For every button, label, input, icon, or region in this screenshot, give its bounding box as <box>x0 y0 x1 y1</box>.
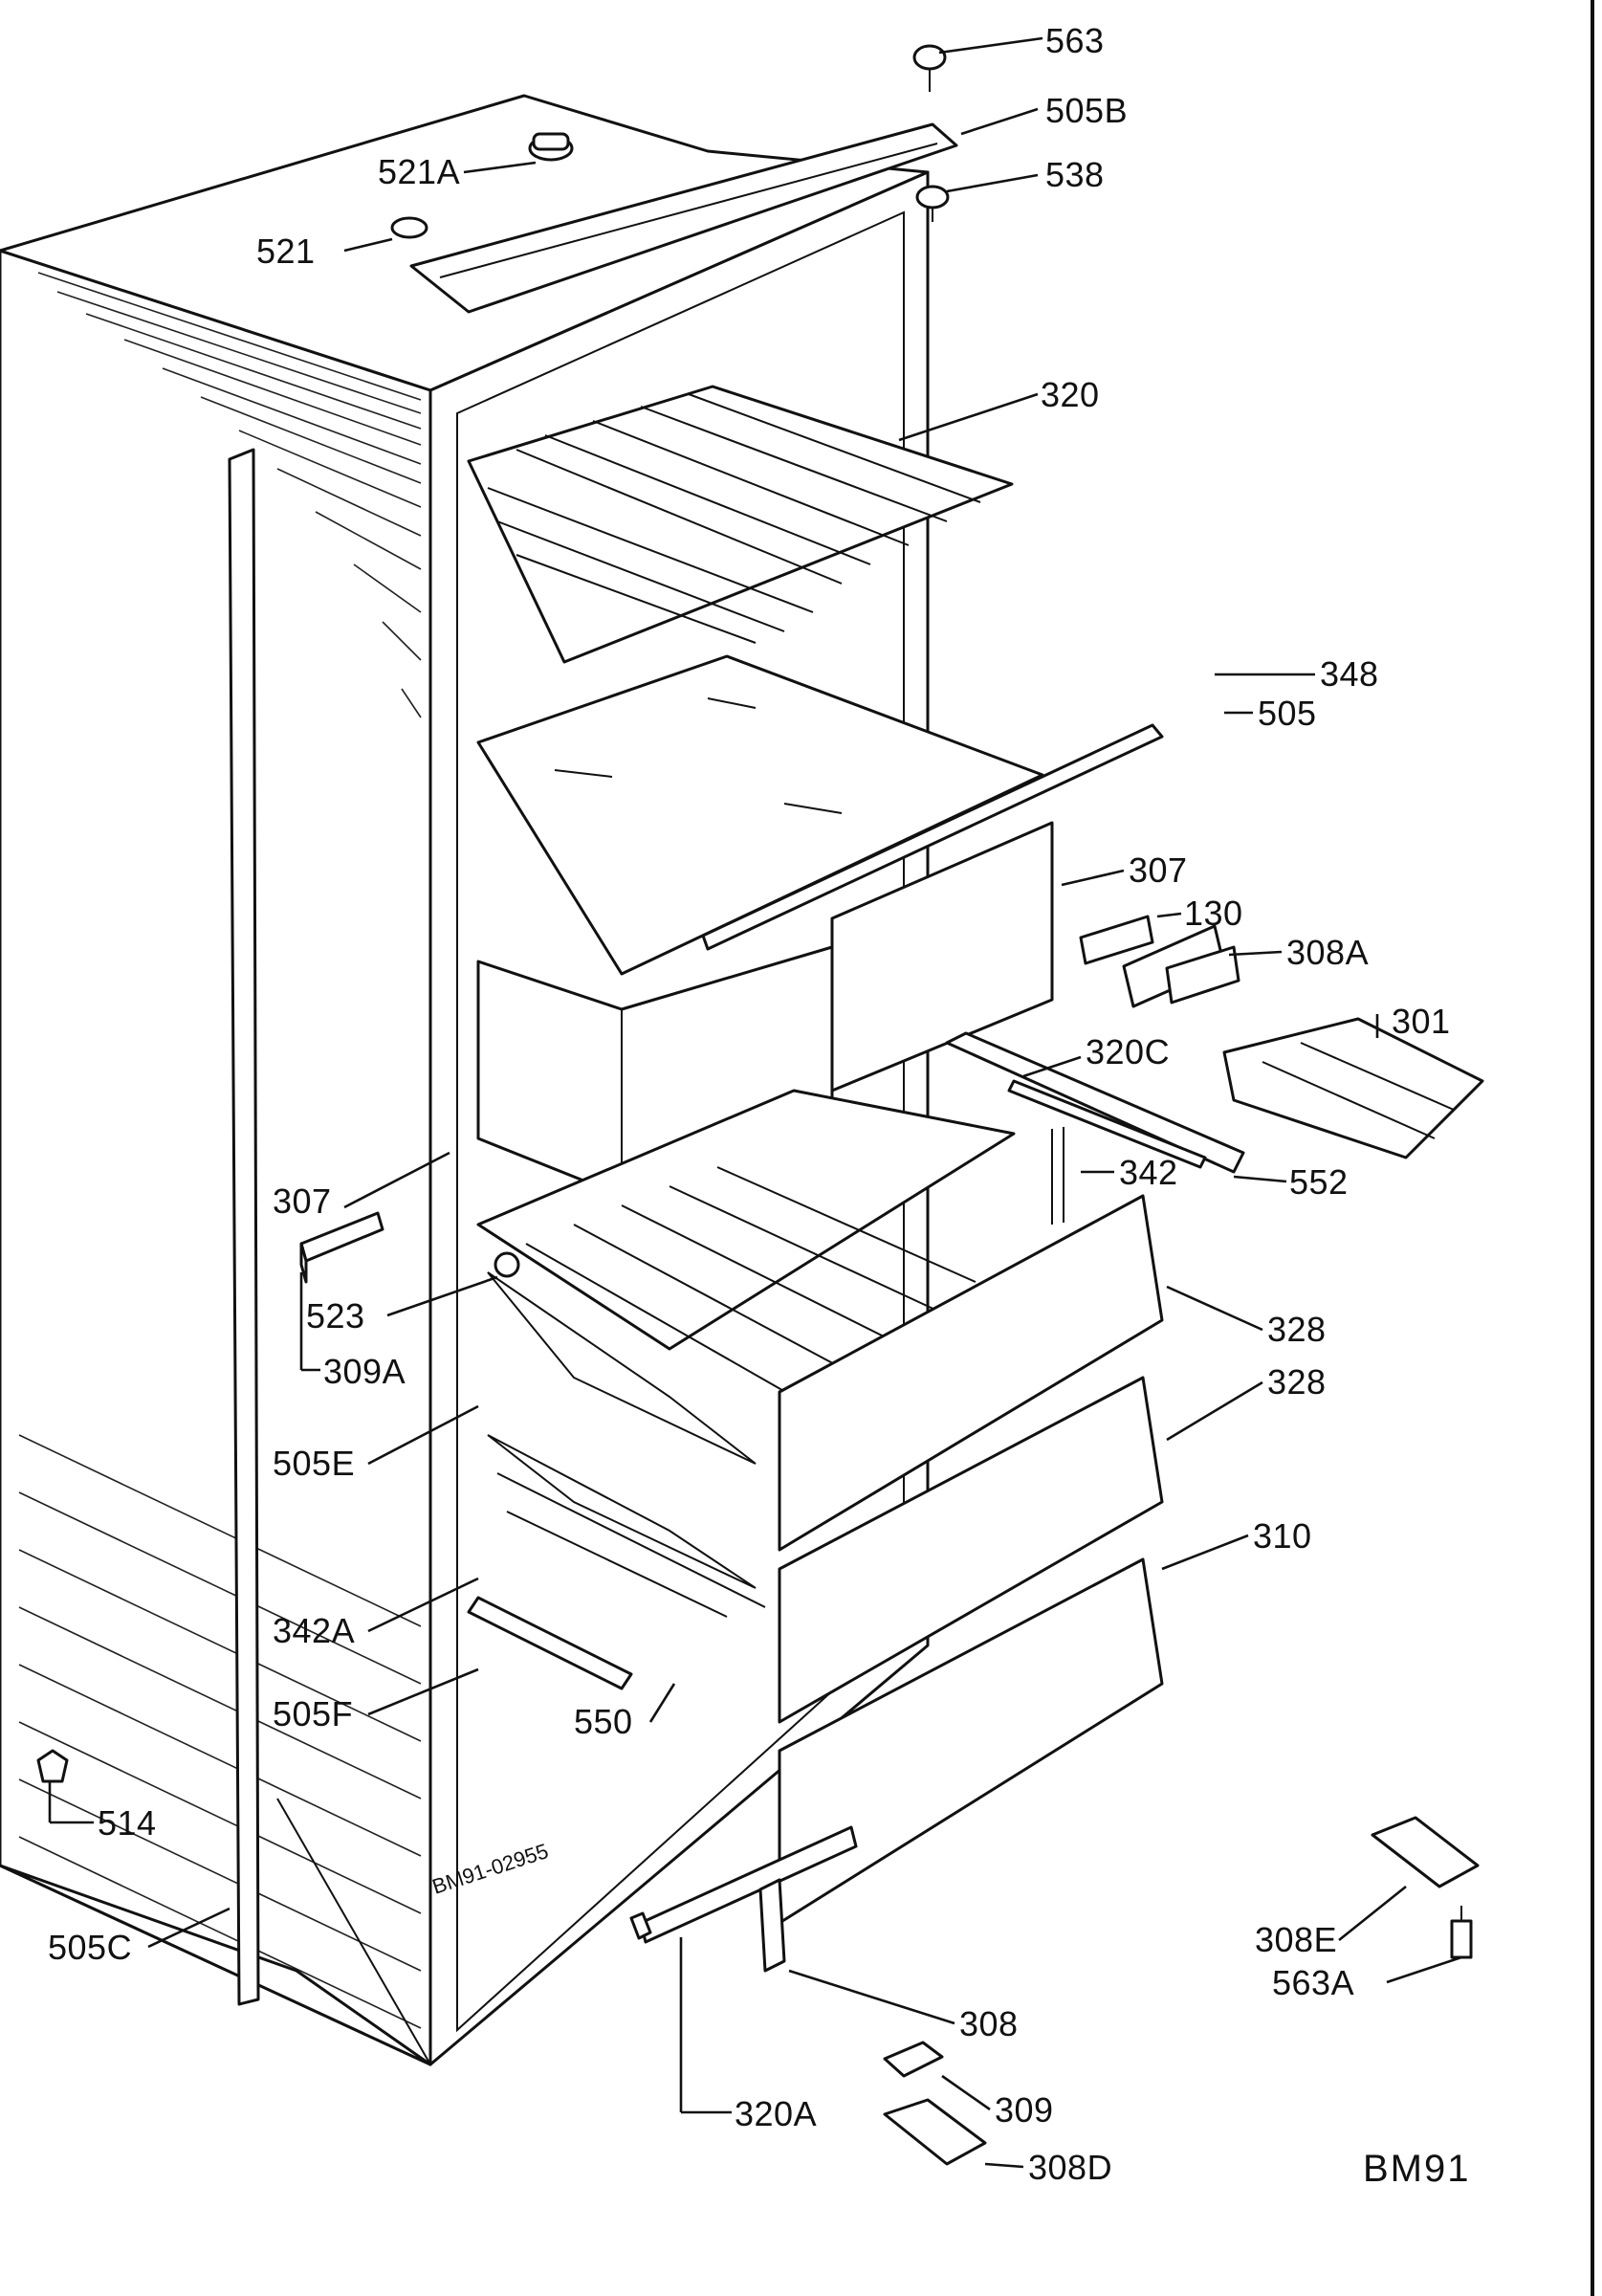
knob-part <box>494 1251 520 1278</box>
callout-308d: 308D <box>1028 2148 1112 2187</box>
callout-309a: 309A <box>323 1352 406 1391</box>
callout-505: 505 <box>1258 694 1317 733</box>
glass-cover-part <box>476 654 1044 976</box>
hinge-plate-part <box>1165 945 1240 1004</box>
callout-521: 521 <box>256 232 316 271</box>
callout-348: 348 <box>1320 654 1379 694</box>
callout-538: 538 <box>1045 155 1105 194</box>
hinge-corner-part <box>1371 1816 1480 1888</box>
callout-342: 342 <box>1119 1153 1178 1192</box>
divider-part <box>1051 1127 1064 1225</box>
drawer-bin-right-part <box>830 821 1054 1093</box>
slide-rail-upper-part <box>945 1031 1245 1174</box>
callout-320c: 320C <box>1086 1032 1170 1071</box>
wire-shelf-part <box>467 385 1014 664</box>
callout-505c: 505C <box>48 1928 132 1967</box>
callout-301: 301 <box>1392 1002 1451 1041</box>
drawer-front-middle-part <box>778 1376 1164 1724</box>
wire-basket-upper-part <box>476 1089 1016 1465</box>
callout-552: 552 <box>1289 1162 1349 1202</box>
foot-screw-part <box>36 1749 69 1783</box>
screw-part <box>912 44 947 92</box>
glass-trim-part <box>701 723 1164 951</box>
callout-320: 320 <box>1041 375 1100 414</box>
callout-521a: 521A <box>378 152 460 191</box>
model-label: BM91 <box>1363 2148 1471 2190</box>
callout-505f: 505F <box>273 1694 353 1733</box>
callout-320a: 320A <box>735 2094 817 2133</box>
spacer-part <box>883 2041 944 2078</box>
small-cap-part <box>390 216 428 239</box>
callout-505e: 505E <box>273 1444 355 1483</box>
door-hinge-part <box>758 1878 786 1973</box>
hinge-pin-part <box>915 185 950 222</box>
leader-lines <box>48 36 1462 2169</box>
callout-505b: 505B <box>1045 91 1128 130</box>
clip-part <box>299 1211 384 1284</box>
slide-rail-lower-part <box>629 1825 858 1944</box>
callout-310: 310 <box>1253 1516 1312 1556</box>
callout-308e: 308E <box>1255 1920 1337 1959</box>
callout-labels: 563 505B 521A 538 521 320 348 505 307 13… <box>48 21 1451 2187</box>
callout-307-left: 307 <box>273 1181 332 1221</box>
callout-328-lower: 328 <box>1267 1362 1327 1402</box>
callout-307-right: 307 <box>1129 850 1188 890</box>
adjust-screw-part <box>1450 1906 1473 1959</box>
callout-308: 308 <box>959 2004 1019 2043</box>
callout-550: 550 <box>574 1702 633 1741</box>
callout-328-upper: 328 <box>1267 1310 1327 1349</box>
hinge-lower-part <box>883 2098 987 2166</box>
callout-514: 514 <box>98 1803 157 1843</box>
callout-308a: 308A <box>1286 933 1369 972</box>
bracket-plate-part <box>1079 915 1154 965</box>
side-panel-hatching <box>18 272 422 2029</box>
callout-563: 563 <box>1045 21 1105 60</box>
callout-342a: 342A <box>273 1611 355 1650</box>
ice-tray-part <box>1222 1017 1484 1159</box>
callout-563a: 563A <box>1272 1963 1354 2002</box>
top-hinge-rail-part <box>409 122 958 314</box>
drawer-front-upper-part <box>778 1194 1164 1552</box>
door-gasket-part <box>228 448 260 2006</box>
callout-309: 309 <box>995 2090 1054 2130</box>
wire-basket-lower-part <box>487 1434 766 1618</box>
callout-523: 523 <box>306 1296 365 1336</box>
callout-130: 130 <box>1184 894 1243 933</box>
cover-cap-part <box>528 132 574 162</box>
basket-rail-part <box>467 1596 633 1690</box>
